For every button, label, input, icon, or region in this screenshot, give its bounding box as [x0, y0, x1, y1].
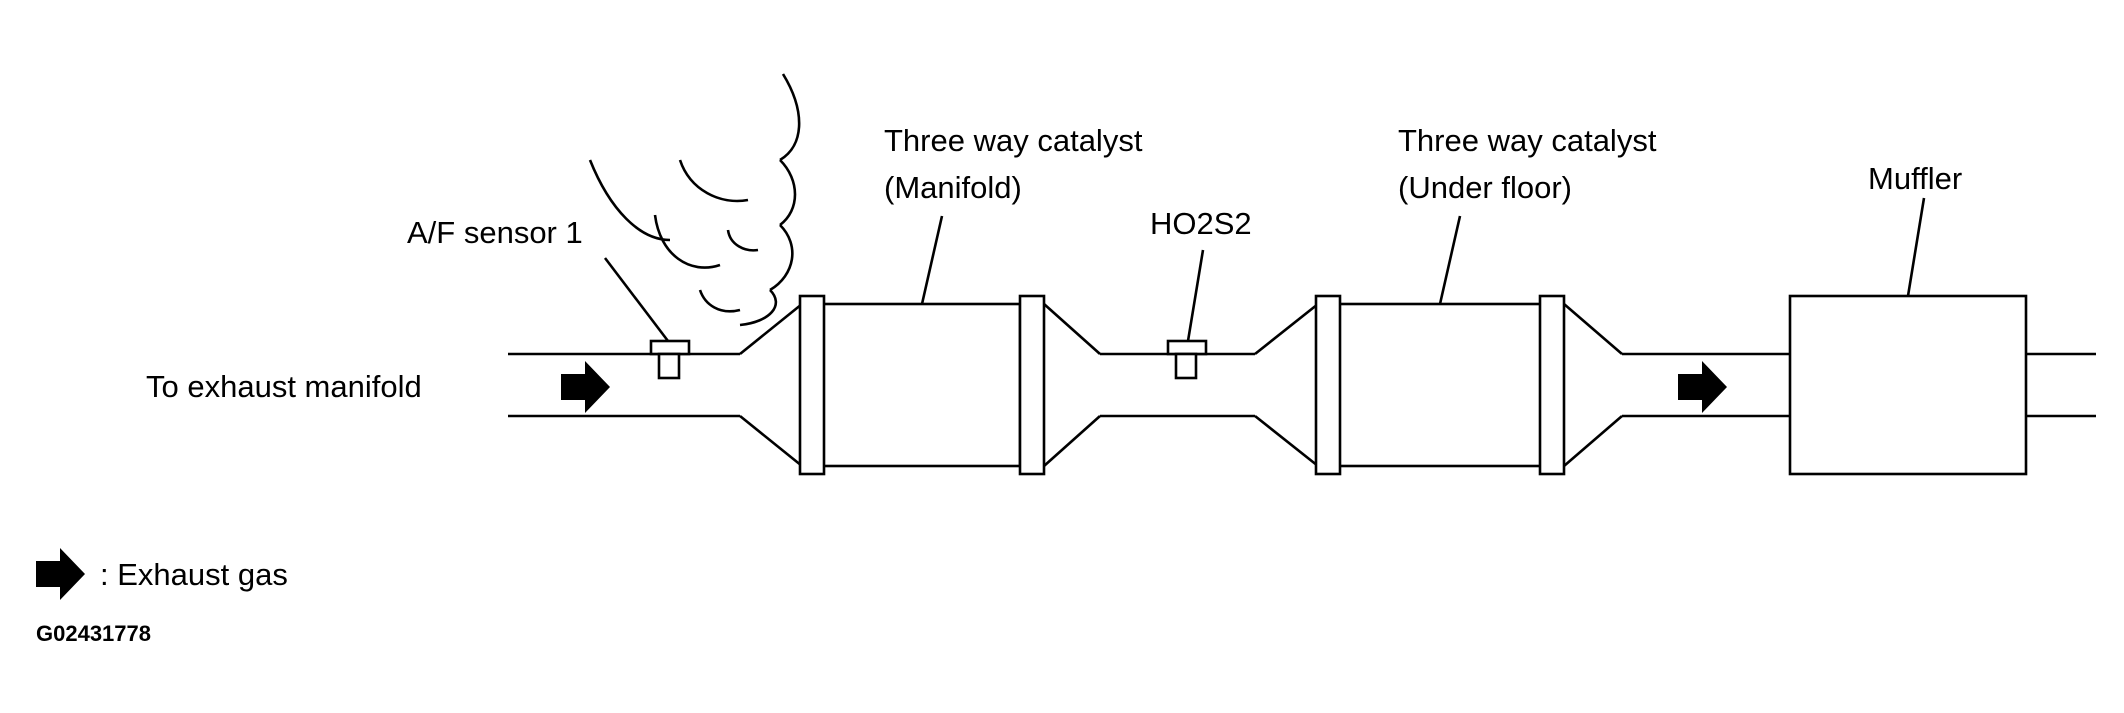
label-catalyst-underfloor-1: Three way catalyst	[1398, 123, 1657, 158]
label-inlet: To exhaust manifold	[146, 369, 422, 404]
label-ho2s2: HO2S2	[1150, 206, 1252, 241]
middle-pipe	[1043, 302, 1319, 468]
arrow-right-icon	[1678, 361, 1727, 413]
ho2s2-sensor	[1166, 339, 1208, 380]
inlet-pipe	[508, 302, 803, 468]
three-way-catalyst-under-floor	[1314, 294, 1566, 476]
three-way-catalyst-manifold	[798, 294, 1046, 476]
leader-lines	[603, 197, 1926, 342]
label-muffler: Muffler	[1868, 161, 1962, 196]
legend: : Exhaust gas	[36, 548, 288, 600]
tail-pipe	[1563, 303, 2096, 467]
label-af-sensor: A/F sensor 1	[407, 215, 583, 250]
figure-code: G02431778	[36, 621, 151, 646]
arrow-right-icon	[561, 361, 610, 413]
label-catalyst-underfloor-2: (Under floor)	[1398, 170, 1572, 205]
label-catalyst-manifold-1: Three way catalyst	[884, 123, 1143, 158]
legend-text: : Exhaust gas	[100, 557, 288, 592]
label-catalyst-manifold-2: (Manifold)	[884, 170, 1022, 205]
muffler	[1788, 294, 2028, 476]
af-sensor-1	[649, 339, 691, 380]
arrow-right-icon	[36, 548, 85, 600]
smoke-cloud-icon	[588, 73, 801, 327]
